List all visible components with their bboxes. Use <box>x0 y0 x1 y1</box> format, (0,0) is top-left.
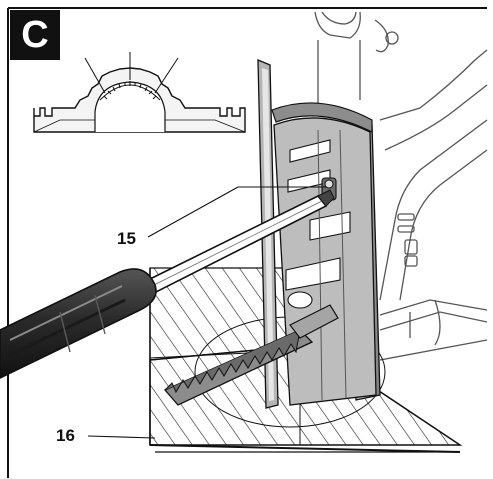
saw-body-outline <box>314 11 488 361</box>
screwdriver-tool <box>0 189 335 379</box>
callout-label-15: 15 <box>117 229 136 248</box>
callout-16-leader <box>87 435 156 439</box>
callout-15-leader <box>147 186 239 238</box>
panel-label-letter: C <box>21 14 49 56</box>
jigsaw-blade <box>163 304 339 406</box>
panel-label-badge: C <box>10 10 60 60</box>
callout-label-16: 16 <box>56 426 75 445</box>
scale-detail-inset <box>33 52 246 133</box>
